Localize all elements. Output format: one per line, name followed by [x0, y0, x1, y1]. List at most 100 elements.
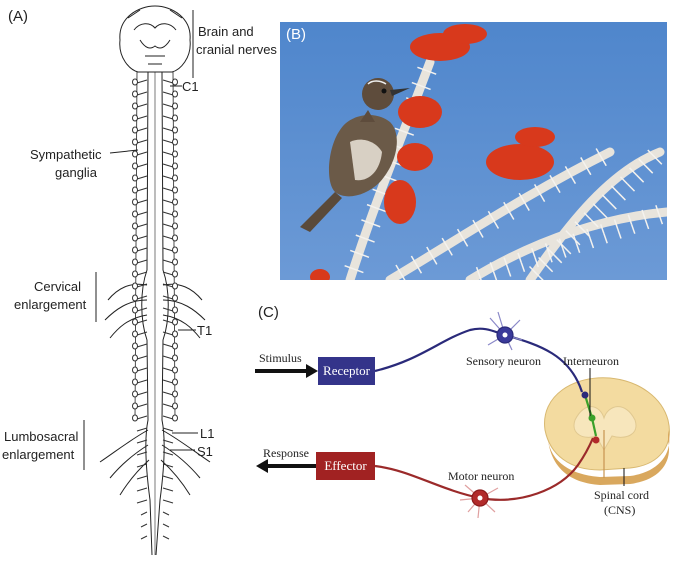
nerve-root-left: [136, 475, 148, 480]
brain-label-2: cranial nerves: [196, 42, 277, 57]
sympathetic-ganglion: [132, 162, 138, 170]
nerve-root-left: [136, 91, 148, 96]
sympathetic-ganglion: [172, 246, 178, 254]
sympathetic-ganglion: [132, 138, 138, 146]
sympathetic-ganglion: [132, 150, 138, 158]
sympathetic-ganglion: [172, 402, 178, 410]
nerve-root-right: [162, 163, 174, 168]
nerve-root-right: [162, 427, 174, 432]
ocotillo-spine: [417, 66, 428, 72]
ocotillo-spine: [461, 237, 469, 247]
nerve-root-right: [162, 247, 174, 252]
sympathetic-ganglion: [172, 102, 178, 110]
sympathetic-ganglion: [132, 78, 138, 86]
ocotillo-spine: [554, 255, 563, 264]
brain-label-1: Brain and: [198, 24, 254, 39]
nerve-root-right: [162, 355, 174, 360]
ocotillo-spine: [395, 264, 402, 274]
nerve-root-right: [162, 295, 174, 300]
sympathetic-ganglion: [172, 138, 178, 146]
sympathetic-ganglion: [172, 390, 178, 398]
nerve-root-right: [162, 451, 174, 456]
cervical-label-2: enlargement: [14, 297, 87, 312]
nerve-root-left: [136, 499, 148, 504]
nerve-root-right: [162, 487, 174, 492]
spinal-cord-drawing: [83, 5, 211, 556]
ocotillo-spine: [638, 158, 647, 167]
panel-b-label: (B): [286, 26, 306, 43]
nerve-root-right: [162, 139, 174, 144]
sympathetic-ganglion: [172, 90, 178, 98]
sympathetic-ganglion: [132, 270, 138, 278]
nerve-root-left: [136, 211, 148, 216]
nerve-root-left: [136, 199, 148, 204]
sympathetic-ganglion: [172, 330, 178, 338]
stimulus-label: Stimulus: [259, 351, 302, 365]
bird-on-ocotillo-photo: [280, 22, 667, 280]
sympathetic-ganglion: [132, 366, 138, 374]
ocotillo-spine: [508, 210, 515, 220]
sympathetic-ganglion: [172, 306, 178, 314]
ocotillo-spine: [590, 219, 599, 228]
nerve-root-right: [162, 151, 174, 156]
sympathetic-ganglion: [132, 342, 138, 350]
ocotillo-spine: [456, 228, 464, 239]
ocotillo-spine: [563, 246, 572, 255]
photo-illustration: [280, 22, 667, 280]
nerve-root-right: [162, 499, 174, 504]
ocotillo-spine: [349, 249, 360, 255]
lumbosacral-label-2: enlargement: [2, 447, 75, 462]
nerve-root-left: [136, 319, 148, 324]
ocotillo-spine: [376, 207, 387, 213]
ocotillo-spine: [608, 201, 617, 210]
ocotillo-spine: [359, 253, 370, 258]
sympathetic-ganglion: [172, 174, 178, 182]
ocotillo-spine: [533, 183, 541, 194]
nerve-root-right: [162, 391, 174, 396]
sympathetic-ganglion: [132, 246, 138, 254]
ocotillo-spine: [489, 262, 495, 273]
ocotillo-spine: [641, 209, 647, 220]
nerve-root-left: [136, 247, 148, 252]
nerve-root-left: [136, 343, 148, 348]
nerve-root-right: [162, 187, 174, 192]
nerve-root-right: [162, 115, 174, 120]
ocotillo-spine: [644, 219, 650, 230]
sympathetic-ganglion: [132, 126, 138, 134]
ocotillo-spine: [370, 222, 381, 228]
sympathetic-ganglion: [132, 378, 138, 386]
spinal-cord-label-2: (CNS): [604, 503, 636, 517]
ocotillo-spine: [517, 252, 522, 263]
ocotillo-spine: [565, 230, 574, 239]
nerve-root-left: [136, 403, 148, 408]
ocotillo-spine: [441, 237, 448, 248]
sympathetic-ganglion: [132, 90, 138, 98]
ocotillo-spine: [592, 203, 601, 212]
nerve-root-left: [136, 451, 148, 456]
ocotillo-spine: [549, 174, 556, 185]
ocotillo-spine: [647, 149, 656, 158]
ocotillo-spine: [411, 81, 422, 87]
sympathetic-label-1: Sympathetic: [30, 147, 102, 162]
nerve-root-right: [162, 175, 174, 180]
ocotillo-spine: [475, 266, 481, 277]
sympathetic-ganglion: [172, 270, 178, 278]
nerve-root-left: [136, 367, 148, 372]
sympathetic-ganglion: [132, 282, 138, 290]
ocotillo-spine: [610, 185, 619, 194]
sympathetic-ganglion: [172, 378, 178, 386]
ocotillo-spine: [599, 224, 605, 235]
ocotillo-spine: [617, 228, 622, 239]
sympathetic-ganglion: [172, 150, 178, 158]
receptor-box: Receptor: [318, 357, 375, 385]
nerve-root-right: [162, 211, 174, 216]
nerve-root-left: [136, 187, 148, 192]
c1-label: C1: [182, 79, 199, 94]
ocotillo-spine: [548, 252, 553, 263]
ocotillo-spine: [619, 176, 629, 185]
nerve-root-left: [136, 127, 148, 132]
nerve-root-right: [162, 307, 174, 312]
sensory-neuron-label: Sensory neuron: [466, 354, 541, 368]
ocotillo-spine: [613, 219, 619, 230]
nerve-root-left: [136, 283, 148, 288]
